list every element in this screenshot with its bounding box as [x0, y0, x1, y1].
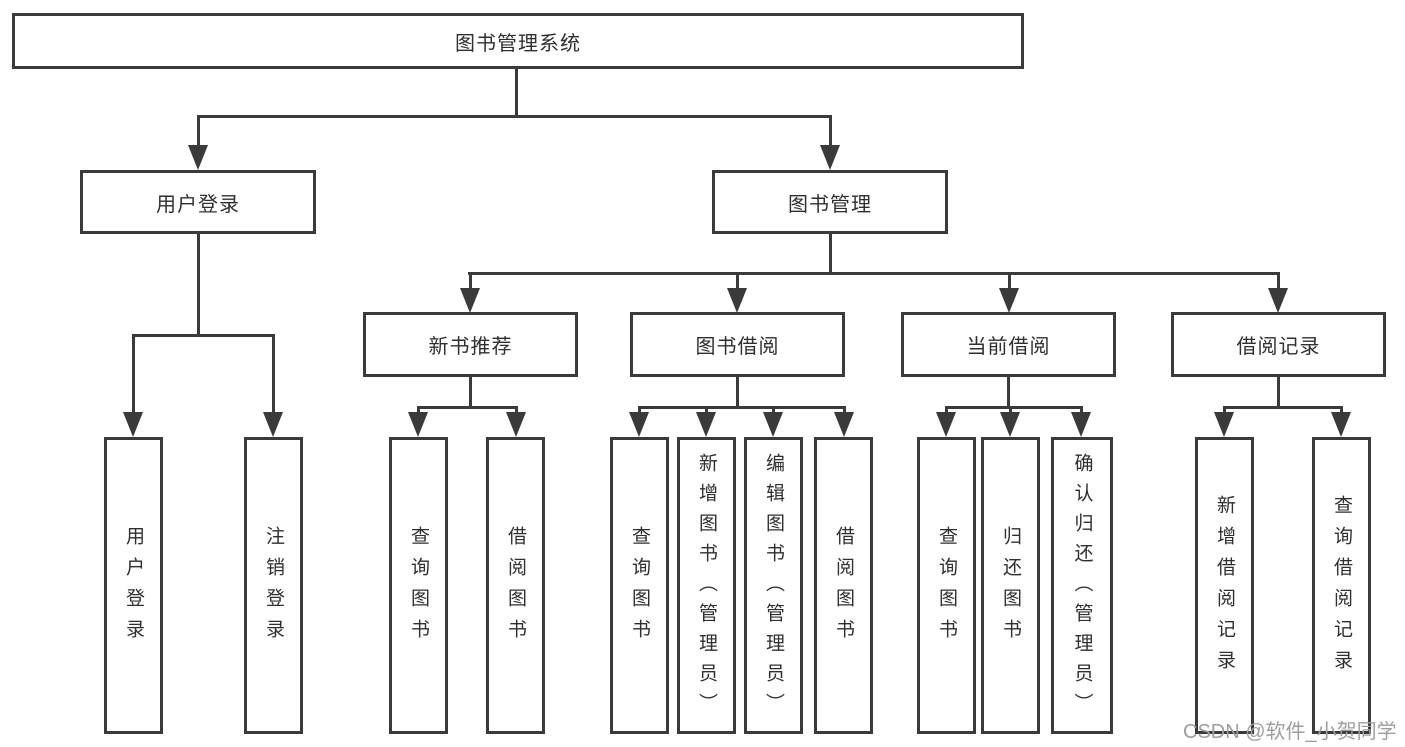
node-book-mgmt: 图书管理	[712, 170, 948, 234]
edge-book-borrow-stem	[736, 375, 739, 409]
leaf-add-books-admin: 新增图书（管理员）	[677, 437, 736, 734]
node-borrow-records: 借阅记录	[1171, 312, 1386, 377]
node-user-login: 用户登录	[80, 170, 316, 234]
leaf-label: 编辑图书（管理员）	[763, 452, 784, 723]
arrowhead-to-leaf-user-login	[123, 334, 143, 437]
leaf-user-login: 用户登录	[104, 437, 163, 734]
node-new-book-rec-label: 新书推荐	[428, 336, 513, 358]
leaf-borrow-books-rec: 借阅图书	[486, 437, 545, 734]
node-root-label: 图书管理系统	[455, 32, 581, 55]
leaf-label: 用户登录	[123, 525, 144, 650]
node-book-borrow: 图书借阅	[630, 312, 845, 377]
edge-book-mgmt-splitter	[468, 272, 1280, 275]
arrowhead-leaf	[1071, 406, 1091, 437]
leaf-query-books-current: 查询图书	[917, 437, 976, 734]
edge-user-login-stem	[197, 232, 200, 337]
arrowhead-to-new-book-rec	[460, 272, 480, 313]
leaf-label: 新增图书（管理员）	[696, 452, 717, 723]
arrowhead-leaf	[936, 406, 956, 437]
arrowhead-leaf	[696, 406, 716, 437]
leaf-add-borrow-record: 新增借阅记录	[1195, 437, 1254, 734]
leaf-label: 确认归还（管理员）	[1071, 452, 1093, 723]
arrowhead-leaf	[1331, 406, 1351, 437]
edge-borrow-records-stem	[1277, 375, 1280, 409]
edge-root-splitter	[197, 115, 832, 118]
leaf-edit-books-admin: 编辑图书（管理员）	[744, 437, 803, 734]
leaf-label: 注销登录	[263, 525, 284, 650]
leaf-borrow-books: 借阅图书	[814, 437, 873, 734]
node-book-mgmt-label: 图书管理	[788, 193, 872, 216]
arrowhead-to-user-login	[188, 115, 208, 170]
leaf-label: 查询借阅记录	[1331, 494, 1352, 681]
leaf-query-books-rec: 查询图书	[389, 437, 448, 734]
leaf-confirm-return-admin: 确认归还（管理员）	[1051, 437, 1113, 734]
edge-current-borrow-stem	[1007, 375, 1010, 409]
leaf-label: 归还图书	[1000, 525, 1021, 650]
node-current-borrow: 当前借阅	[901, 312, 1116, 377]
arrowhead-leaf	[1214, 406, 1234, 437]
edge-new-book-rec-splitter	[417, 406, 518, 409]
arrowhead-leaf	[506, 406, 526, 437]
edge-user-login-splitter	[132, 334, 275, 337]
arrowhead-to-current-borrow	[999, 272, 1019, 313]
csdn-watermark: CSDN @软件_小贺同学	[1183, 721, 1397, 743]
leaf-logout-login: 注销登录	[244, 437, 303, 734]
node-borrow-records-label: 借阅记录	[1236, 336, 1321, 358]
arrowhead-leaf	[1000, 406, 1020, 437]
leaf-label: 借阅图书	[833, 525, 854, 650]
leaf-return-books: 归还图书	[981, 437, 1040, 734]
node-book-borrow-label: 图书借阅	[695, 336, 780, 358]
arrowhead-leaf	[408, 406, 428, 437]
edge-new-book-rec-stem	[469, 375, 472, 409]
arrowhead-to-borrow-records	[1268, 272, 1288, 313]
arrowhead-to-book-borrow	[727, 272, 747, 313]
node-new-book-rec: 新书推荐	[363, 312, 578, 377]
node-current-borrow-label: 当前借阅	[966, 336, 1051, 358]
leaf-label: 查询图书	[629, 525, 650, 650]
edge-borrow-records-splitter	[1223, 406, 1343, 409]
edge-current-borrow-splitter	[945, 406, 1083, 409]
edge-book-borrow-splitter	[638, 406, 846, 409]
leaf-label: 查询图书	[408, 525, 429, 650]
arrowhead-leaf	[763, 406, 783, 437]
edge-book-mgmt-stem	[829, 232, 832, 275]
arrowhead-to-book-mgmt	[820, 115, 840, 170]
arrowhead-to-leaf-logout	[263, 334, 283, 437]
edge-root-stem	[515, 67, 518, 118]
node-user-login-label: 用户登录	[156, 193, 240, 216]
arrowhead-leaf	[629, 406, 649, 437]
node-root: 图书管理系统	[12, 13, 1024, 69]
leaf-label: 新增借阅记录	[1214, 494, 1235, 681]
leaf-label: 查询图书	[936, 525, 957, 650]
leaf-query-books-borrow: 查询图书	[610, 437, 669, 734]
arrowhead-leaf	[834, 406, 854, 437]
leaf-query-borrow-record: 查询借阅记录	[1312, 437, 1371, 734]
leaf-label: 借阅图书	[505, 525, 526, 650]
